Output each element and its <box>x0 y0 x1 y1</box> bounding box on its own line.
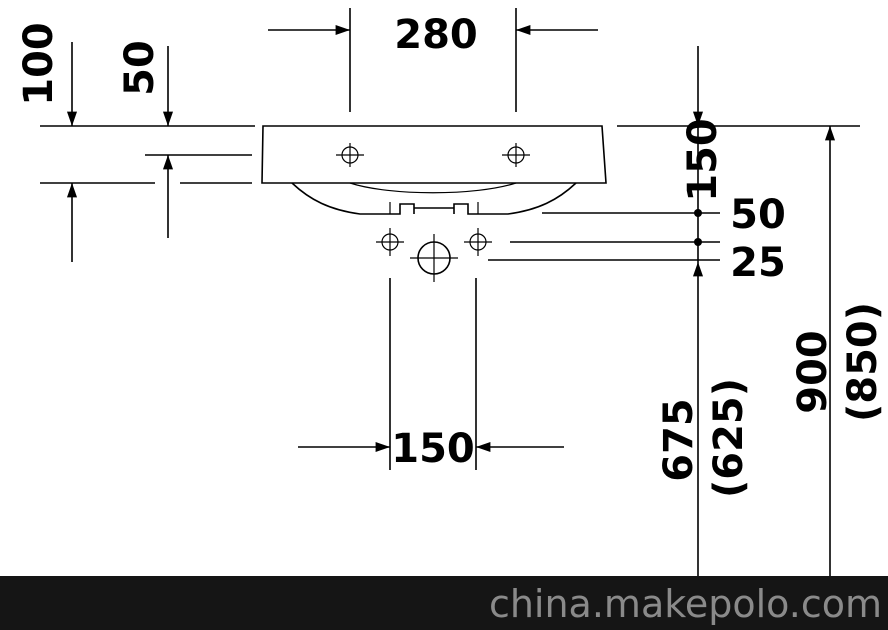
dimension-50-drain-label: 50 <box>730 192 786 238</box>
tap-hole-left-icon <box>336 143 364 167</box>
basin-dimension-drawing: 280 100 50 <box>16 8 886 576</box>
drain-icon <box>410 234 458 282</box>
basin-body <box>261 125 607 215</box>
tap-spacing-dimension: 280 <box>268 8 598 112</box>
dimension-675-label: 675 <box>656 398 702 482</box>
rim-height-dimension: 900 (850) <box>790 126 886 576</box>
trap-spacing-dimension: 150 <box>298 278 564 472</box>
dimension-850-label: (850) <box>840 302 886 422</box>
dimension-100-label: 100 <box>16 22 62 106</box>
footer-bar: china.makepolo.com <box>0 576 888 630</box>
supply-left-icon <box>376 228 404 256</box>
dimension-150-trap-label: 150 <box>391 426 475 472</box>
trap-height-dimension: 675 (625) <box>656 262 752 576</box>
tap-hole-right-icon <box>502 143 530 167</box>
left-offset-dimensions: 100 50 <box>16 22 255 262</box>
dimension-50-top-label: 50 <box>117 40 163 96</box>
right-height-dimensions: 150 50 25 <box>488 46 860 286</box>
dimension-25-drain-label: 25 <box>730 240 786 286</box>
dimension-625-label: (625) <box>706 378 752 498</box>
dimension-150-basin-label: 150 <box>680 118 726 202</box>
dimension-900-label: 900 <box>790 330 836 414</box>
supply-right-icon <box>464 228 492 256</box>
dimension-280-label: 280 <box>394 12 478 58</box>
watermark-text: china.makepolo.com <box>488 582 882 626</box>
connection-points <box>376 228 492 282</box>
